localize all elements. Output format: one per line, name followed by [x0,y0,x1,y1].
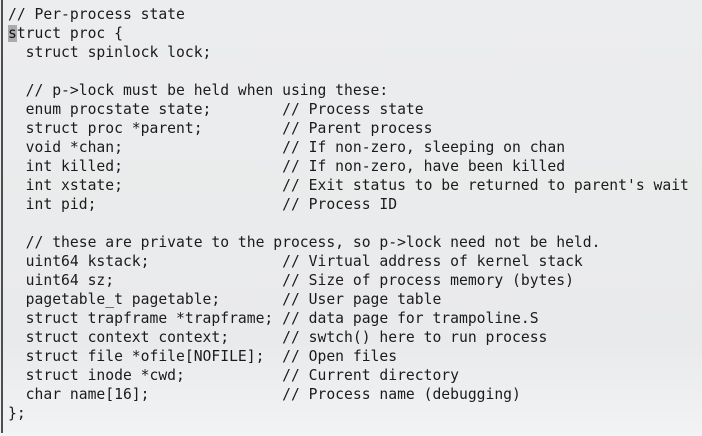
code-text-before-cursor: // Per-process state [8,6,185,23]
source-code-area[interactable]: // Per-process state struct proc { struc… [0,0,689,423]
code-text-after-cursor: truct proc { struct spinlock lock; // p-… [8,25,689,422]
window-left-border [1,0,3,433]
text-cursor: s [8,25,17,42]
